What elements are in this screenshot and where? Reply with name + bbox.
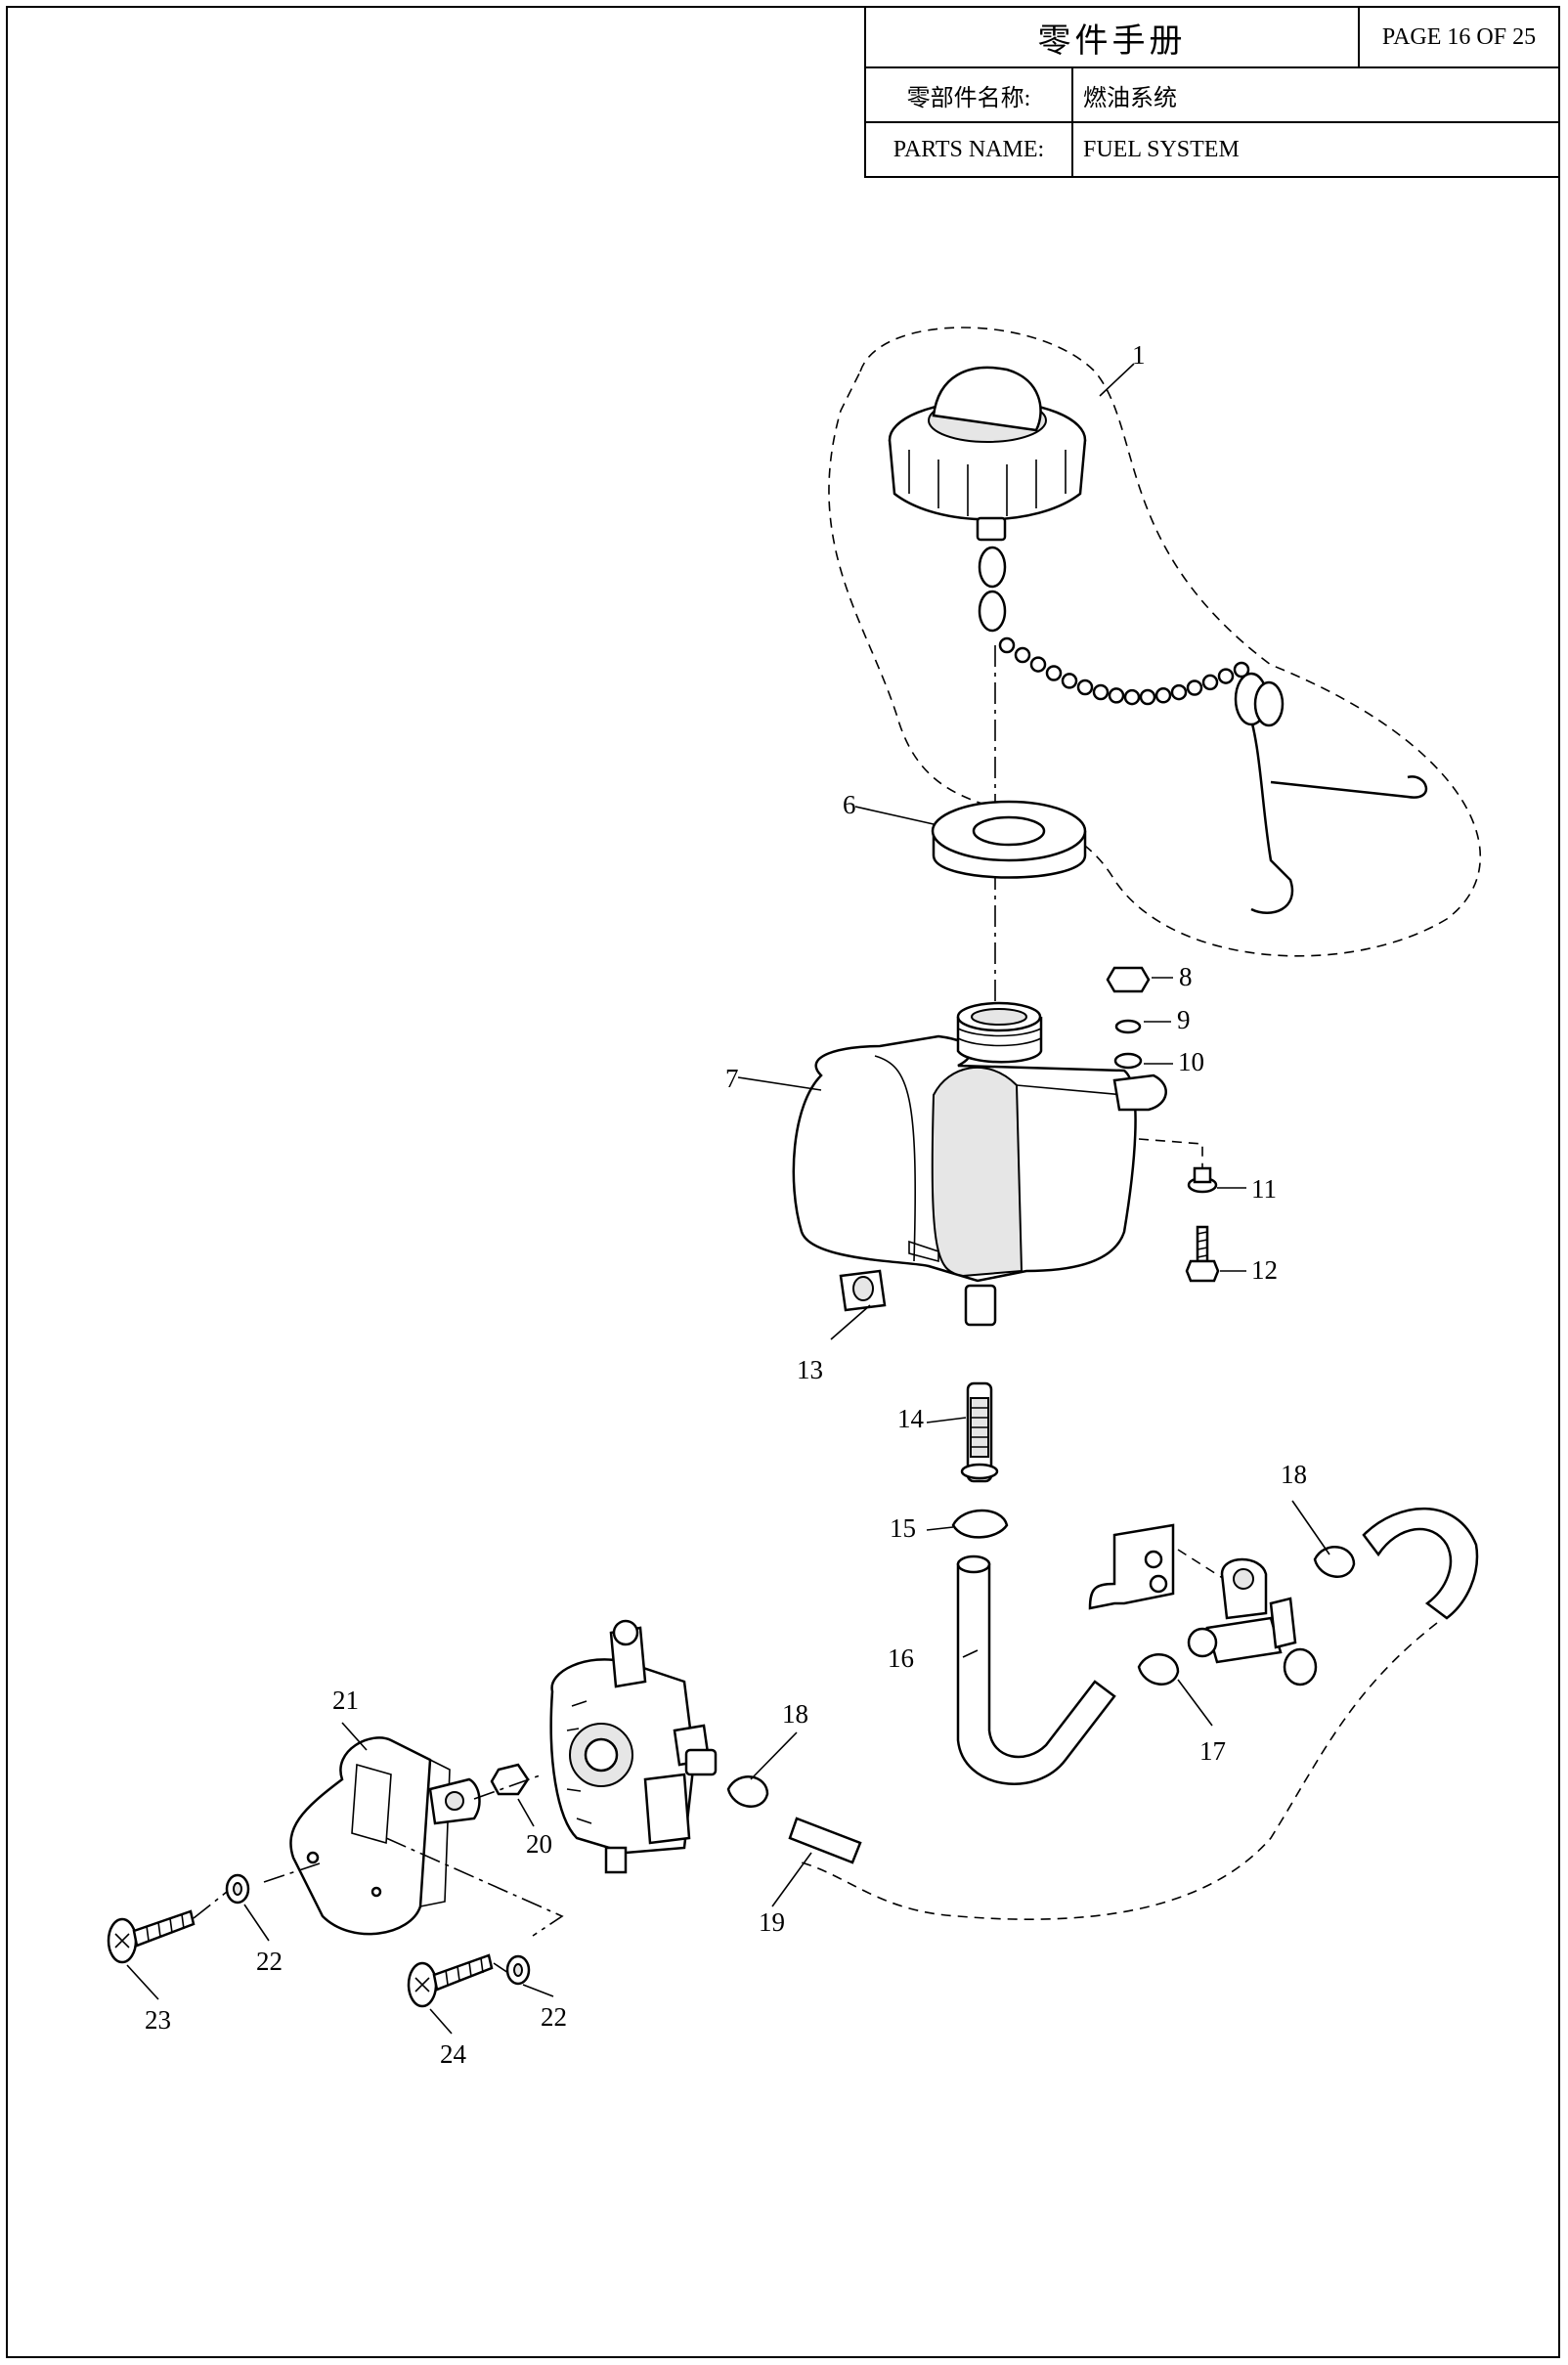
leader-lines [126, 363, 1330, 2035]
drawing-border [6, 6, 1560, 2358]
hose-clamp-18-lower [726, 1775, 769, 1808]
fuel-cap [888, 366, 1087, 521]
screw-23 [107, 1909, 196, 1964]
chain-bead [1061, 673, 1078, 689]
chain-bead [1217, 668, 1235, 684]
chain-bead [1045, 665, 1063, 681]
bolt-spacer [1138, 1138, 1220, 1283]
chain-bead [1123, 688, 1141, 706]
chain-bead [1139, 688, 1156, 706]
fuel-tank [792, 1001, 1167, 1327]
callout-13: 13 [797, 1355, 823, 1384]
callout-12: 12 [1251, 1255, 1278, 1285]
callout-24: 24 [440, 2039, 467, 2069]
screw-24 [407, 1953, 494, 2008]
callout-6: 6 [843, 790, 856, 819]
callout-18: 18 [1281, 1460, 1307, 1489]
callout-8: 8 [1179, 962, 1193, 991]
parts-name-cn-label: 零部件名称: [866, 68, 1073, 121]
callout-17: 17 [1199, 1736, 1226, 1766]
chain-bead [1201, 674, 1219, 691]
callout-18: 18 [782, 1699, 808, 1729]
fuel-hose-upper [956, 1562, 1116, 1785]
fuel-hose-19 [788, 1817, 862, 1864]
callout-16: 16 [888, 1643, 914, 1673]
assembly-centerline-a [473, 1774, 544, 1800]
callout-23: 23 [145, 2005, 171, 2035]
chain-bead [998, 636, 1016, 654]
carburetor [549, 1619, 718, 1874]
callout-10: 10 [1178, 1047, 1204, 1076]
callout-19: 19 [759, 1907, 785, 1937]
screw-axis-23 [193, 1891, 228, 1919]
parts-name-cn-value: 燃油系统 [1083, 85, 1177, 111]
parts-name-cn-row: 零部件名称: 燃油系统 [866, 68, 1558, 123]
callout-1: 1 [1132, 340, 1146, 370]
chain-bead [1076, 679, 1094, 696]
title-row: 零件手册 PAGE 16 OF 25 [866, 8, 1558, 68]
chain-bead [1154, 687, 1172, 704]
cap-chain [976, 516, 1007, 1046]
title-block: 零件手册 PAGE 16 OF 25 零部件名称: 燃油系统 PARTS NAM… [864, 6, 1560, 178]
callout-20: 20 [526, 1829, 552, 1859]
parts-name-row: PARTS NAME: FUEL SYSTEM [866, 123, 1558, 176]
chain-bead [1092, 683, 1110, 701]
manual-title: 零件手册 [866, 8, 1360, 66]
hose-clamp-top [951, 1509, 1009, 1539]
hose-clamp-17 [1137, 1653, 1180, 1686]
nut-20 [490, 1763, 530, 1796]
fuel-petcock [1088, 1523, 1318, 1686]
parts-name-value: FUEL SYSTEM [1083, 136, 1240, 162]
callout-11: 11 [1251, 1174, 1277, 1204]
callout-9: 9 [1177, 1005, 1191, 1034]
chain-bead [1029, 656, 1047, 673]
screw-axis-24 [493, 1962, 509, 1974]
callout-21: 21 [332, 1686, 359, 1715]
ball-chain [998, 636, 1250, 706]
retainer-wire [1244, 703, 1427, 914]
fuel-filter [960, 1381, 999, 1483]
washers-22 [225, 1873, 531, 1986]
tank-clip-hole [852, 1276, 874, 1301]
assembly-centerline-b [385, 1837, 564, 1937]
chain-bead [1108, 687, 1125, 704]
hose-clamp-18-upper [1313, 1546, 1356, 1578]
callout-15: 15 [890, 1513, 916, 1543]
callout-22: 22 [256, 1947, 283, 1976]
callout-22: 22 [541, 2002, 567, 2032]
callout-7: 7 [725, 1064, 739, 1093]
chain-bead [1186, 679, 1203, 696]
page-number: PAGE 16 OF 25 [1381, 23, 1537, 50]
chain-bead [1014, 646, 1031, 664]
assembly-centerline-c [263, 1861, 324, 1883]
air-cleaner-cover [289, 1736, 481, 1936]
fuel-hose-loop [1362, 1507, 1479, 1620]
cap-assembly-boundary [828, 327, 1482, 957]
callout-14: 14 [897, 1404, 925, 1433]
parts-name-label: PARTS NAME: [866, 123, 1073, 176]
gasket-ring [931, 800, 1087, 879]
nut-washers [1106, 966, 1151, 1070]
chain-bead [1170, 683, 1188, 701]
chain-bead [1233, 661, 1250, 679]
hose-path-dashed [801, 1622, 1438, 1920]
